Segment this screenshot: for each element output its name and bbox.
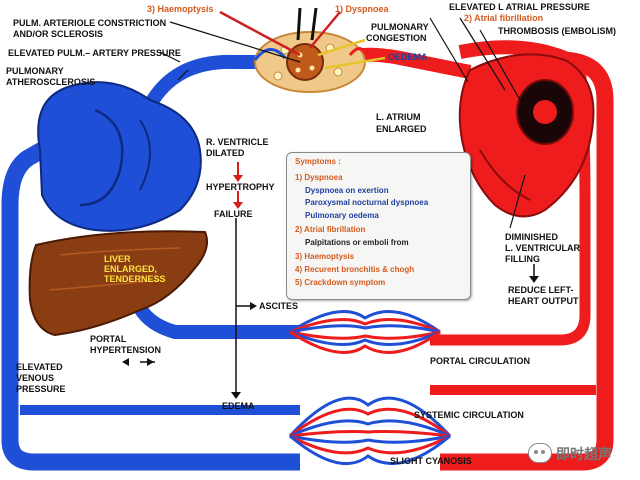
failure-label: FAILURE — [214, 209, 253, 219]
watermark-text: 即时超声 — [556, 447, 612, 463]
oedema-pointer — [324, 56, 386, 70]
symptom-item: 2) Atrial fibrillation — [295, 225, 366, 234]
symptom-item: 4) Recurent bronchitis & chogh — [295, 265, 415, 274]
systemic-arterial-vessel — [440, 51, 614, 471]
pulm-arteriole-label-1: PULM. ARTERIOLE CONSTRICTION — [13, 18, 167, 28]
wechat-icon — [528, 443, 552, 463]
reduce-output-label-1: REDUCE LEFT- — [508, 285, 574, 295]
thrombosis-label: THROMBOSIS (EMBOLISM) — [498, 26, 616, 36]
la-enlarged-label-2: ENLARGED — [376, 124, 427, 134]
edema-label: EDEMA — [222, 401, 255, 411]
venous-return-vessel — [1, 142, 300, 471]
portal-hypertension-label-2: HYPERTENSION — [90, 345, 162, 355]
portal-circulation-label: PORTAL CIRCULATION — [430, 356, 530, 366]
symptoms-title: Symptoms : — [295, 157, 341, 166]
reduce-output-label-2: HEART OUTPUT — [508, 296, 579, 306]
portal-venous-vessel — [133, 304, 300, 339]
symptoms-box: Symptoms : 1) Dyspnoea Dyspnoea on exert… — [286, 152, 471, 300]
pulmonary-congestion-label-1: PULMONARY — [371, 22, 429, 32]
ascites-label: ASCITES — [259, 301, 299, 311]
la-enlarged-label-1: L. ATRIUM — [376, 112, 421, 122]
slight-cyanosis-label: SLIGHT CYANOSIS — [390, 456, 472, 466]
haemoptysis-label: 3) Haemoptysis — [147, 4, 214, 14]
right-heart — [37, 81, 202, 232]
diminished-label-3: FILLING — [505, 254, 540, 264]
symptom-item: Dyspnoea on exertion — [305, 186, 389, 195]
elevated-pulm-artery-label: ELEVATED PULM.– ARTERY PRESSURE — [8, 48, 181, 58]
haemoptysis-pointer — [219, 10, 301, 57]
elevated-venous-label-2: VENOUS — [16, 373, 55, 383]
systemic-circulation-label: SYSTEMIC CIRCULATION — [414, 410, 524, 420]
elevated-venous-label-1: ELEVATED — [16, 362, 63, 372]
pointer-lines — [159, 17, 526, 229]
pulm-atherosclerosis-label-2: ATHEROSCLEROSIS — [6, 77, 96, 87]
watermark: 即时超声 — [526, 442, 636, 464]
symptom-item: 3) Haemoptysis — [295, 252, 355, 261]
dyspnoea-pointer — [309, 11, 341, 49]
dyspnoea-label: 1) Dyspnoea — [335, 4, 389, 14]
portal-hypertension-label-1: PORTAL — [90, 334, 127, 344]
diminished-label-2: L. VENTRICULAR — [505, 243, 580, 253]
elevated-la-pressure-label: ELEVATED L ATRIAL PRESSURE — [449, 2, 590, 12]
liver-label: LIVER ENLARGED, TENDERNESS — [104, 254, 166, 284]
symptom-item: 1) Dyspnoea — [295, 173, 343, 182]
aorta-arch-vessel — [458, 40, 568, 65]
pulm-arteriole-label-2: AND/OR SCLEROSIS — [13, 29, 104, 39]
symptom-item: Palpitations or emboli from — [305, 238, 409, 247]
symptom-item: Paroxysmal nocturnal dyspnoea — [305, 198, 429, 207]
diminished-label-1: DIMINISHED — [505, 232, 559, 242]
elevated-venous-label-3: PRESSURE — [16, 384, 66, 394]
flow-arrows-red — [233, 162, 243, 209]
liver — [28, 230, 208, 337]
portal-capillary-bed — [289, 310, 441, 354]
oedema-label: OEDEMA — [388, 52, 428, 62]
lung-tissue — [253, 7, 370, 93]
symptom-item: Pulmonary oedema — [305, 211, 379, 220]
pulmonary-congestion-label-2: CONGESTION — [366, 33, 427, 43]
congestion-pointer — [317, 38, 366, 57]
atrial-fibrillation-label: 2) Atrial fibrillation — [464, 13, 544, 23]
rv-dilated-label-2: DILATED — [206, 148, 245, 158]
pulm-atherosclerosis-label-1: PULMONARY — [6, 66, 64, 76]
rv-dilated-label-1: R. VENTRICLE — [206, 137, 269, 147]
hypertrophy-label: HYPERTROPHY — [206, 182, 275, 192]
symptom-item: 5) Crackdown symptom — [295, 278, 386, 287]
systemic-capillary-bed — [288, 396, 452, 465]
